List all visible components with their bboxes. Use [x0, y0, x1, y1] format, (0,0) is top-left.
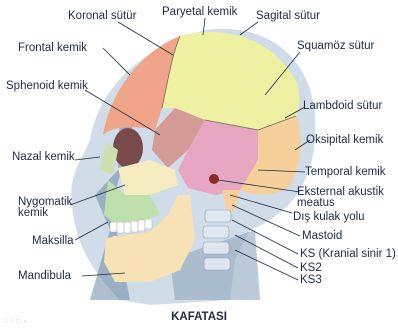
- label-mandibula: Mandibula: [18, 270, 71, 282]
- label-koronal-sutur: Koronal sütür: [68, 10, 136, 22]
- watermark: ∴ ∶ □ ▪: [4, 318, 27, 325]
- label-oksipital-kemik: Oksipital kemik: [306, 134, 383, 146]
- label-ks3: KS3: [300, 274, 322, 286]
- label-nazal-kemik: Nazal kemik: [12, 151, 75, 163]
- label-kemik: kemik: [18, 207, 48, 219]
- label-frontal-kemik: Frontal kemik: [18, 42, 87, 54]
- label-lambdoid-sutur: Lambdoid sütur: [303, 100, 382, 112]
- label-sagital-sutur: Sagital sütur: [256, 10, 320, 22]
- label-paryetal-kemik: Paryetal kemik: [162, 6, 237, 18]
- label-meatus: meatus: [297, 197, 335, 209]
- label-temporal-kemik: Temporal kemik: [305, 166, 386, 178]
- label-ks2: KS2: [300, 262, 322, 274]
- label-sphenoid-kemik: Sphenoid kemik: [6, 80, 88, 92]
- label-maksilla: Maksilla: [32, 235, 74, 247]
- caption-kafatasi: KAFATASI: [0, 311, 398, 323]
- label-squamoz-sutur: Squamöz sütur: [297, 40, 374, 52]
- orbit: [113, 128, 143, 168]
- label-mastoid: Mastoid: [302, 230, 342, 242]
- external-acoustic-meatus: [209, 174, 219, 184]
- label-dis-kulak-yolu: Dış kulak yolu: [293, 211, 365, 223]
- label-ks1: KS (Kranial sinir 1): [300, 248, 396, 260]
